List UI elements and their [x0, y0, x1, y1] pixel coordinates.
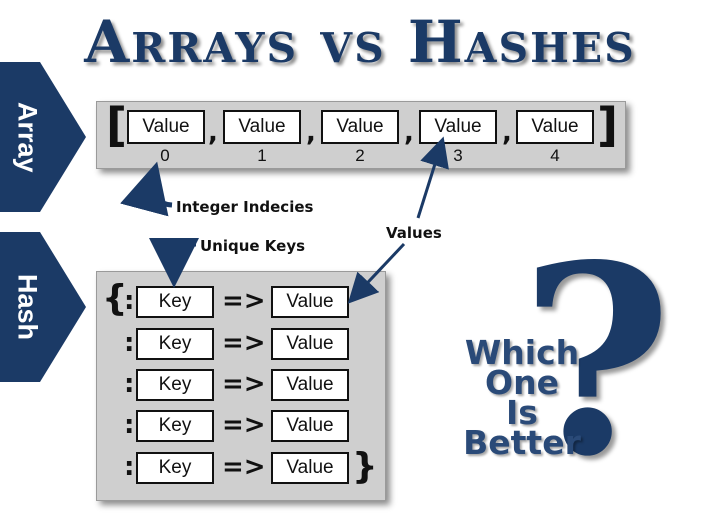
hash-close-brace: }: [352, 446, 378, 487]
hash-open-brace: {: [102, 278, 128, 319]
hash-colon: :: [124, 410, 135, 440]
array-side-label: Array: [12, 101, 43, 173]
hash-arrow: =>: [222, 286, 266, 316]
question-mark-icon: ?: [520, 209, 673, 514]
array-close-bracket: ]: [597, 98, 619, 152]
array-value-box: Value: [127, 110, 205, 144]
unique-keys-note: Unique Keys: [200, 237, 306, 255]
hash-value-box: Value: [271, 410, 349, 442]
array-value-box: Value: [419, 110, 497, 144]
hash-value-box: Value: [271, 369, 349, 401]
hash-arrow: =>: [222, 369, 266, 399]
is-line: Is: [506, 393, 538, 432]
array-comma: ,: [404, 118, 414, 148]
hash-colon: :: [124, 369, 135, 399]
which-line: Which: [464, 333, 580, 372]
array-side-arrow: [0, 62, 86, 212]
hash-arrow: =>: [222, 410, 266, 440]
hash-value-box: Value: [271, 328, 349, 360]
hash-colon: :: [124, 452, 135, 482]
array-open-bracket: [: [106, 98, 128, 152]
hash-key-box: Key: [136, 286, 214, 318]
page-title: Arrays vs Hashes: [84, 8, 636, 76]
hash-side-label: Hash: [12, 273, 43, 341]
integer-indices-arrow: [120, 161, 173, 217]
array-value-box: Value: [223, 110, 301, 144]
values-note: Values: [386, 224, 442, 242]
hash-side-arrow: [0, 232, 86, 382]
hash-arrow: =>: [222, 452, 266, 482]
hash-key-box: Key: [136, 328, 214, 360]
unique-keys-arrow: [149, 237, 200, 288]
hash-key-box: Key: [136, 452, 214, 484]
array-comma: ,: [208, 118, 218, 148]
array-index: 3: [453, 146, 463, 165]
hash-key-box: Key: [136, 369, 214, 401]
hash-value-box: Value: [271, 452, 349, 484]
integer-indices-note: Integer Indecies: [176, 198, 314, 216]
one-line: One: [485, 363, 559, 402]
array-index: 1: [257, 146, 267, 165]
hash-colon: :: [124, 328, 135, 358]
array-value-box: Value: [321, 110, 399, 144]
array-comma: ,: [502, 118, 512, 148]
hash-colon: :: [124, 286, 135, 316]
array-index: 0: [160, 146, 170, 165]
array-index: 4: [550, 146, 560, 165]
array-value-box: Value: [516, 110, 594, 144]
hash-arrow: =>: [222, 328, 266, 358]
better-line: Better: [463, 423, 581, 462]
hash-value-box: Value: [271, 286, 349, 318]
which-one-is-better-text: Which One Is Better: [452, 333, 592, 462]
hash-key-box: Key: [136, 410, 214, 442]
array-index: 2: [355, 146, 365, 165]
array-comma: ,: [306, 118, 316, 148]
